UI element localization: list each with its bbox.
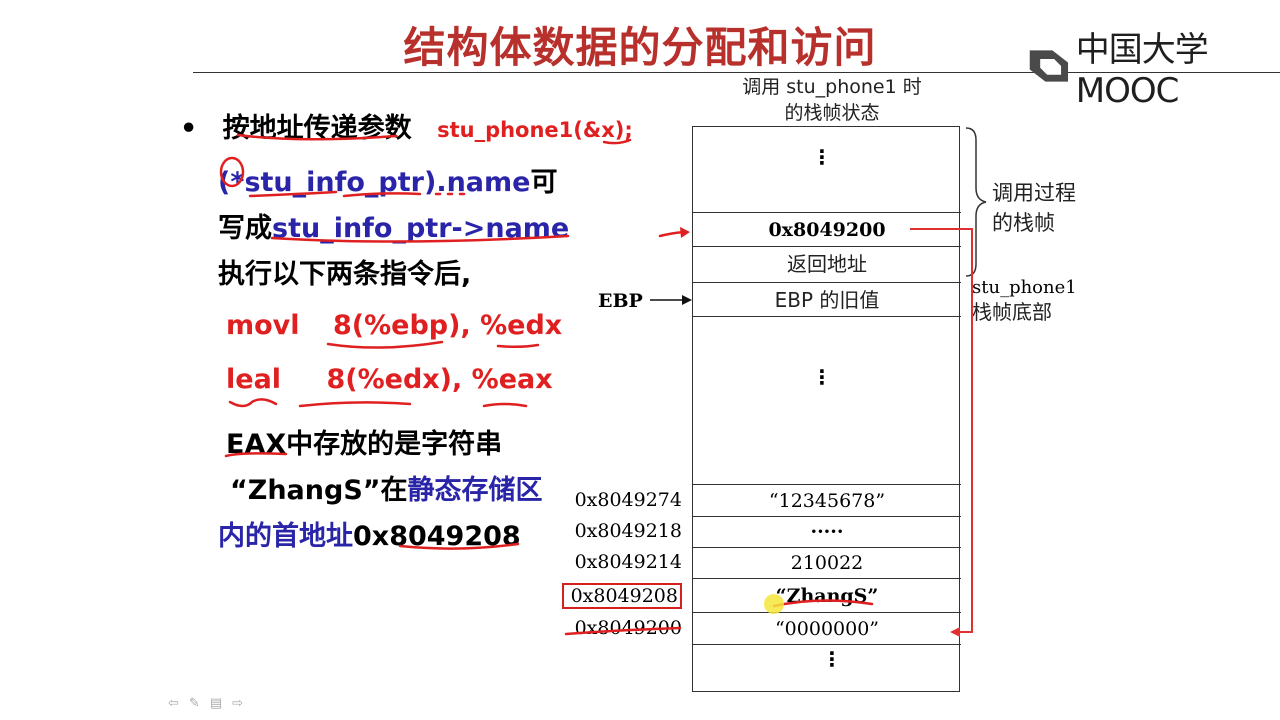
caller-frame-brace-icon [965, 127, 987, 277]
stack-row-2: ····· [693, 516, 961, 547]
text-line-9: 内的首地址0x8049208 [218, 514, 521, 553]
leal-opcode: leal [226, 364, 282, 395]
text-zhangs-in: “ZhangS”在 [230, 475, 408, 506]
callee-frame-bottom-label-1: stu_phone1 [972, 277, 1077, 298]
stack-row-3: 210022 [693, 547, 961, 578]
pen-tool-icon[interactable]: ✎ [188, 696, 210, 711]
stack-cell-pointer: 0x8049200 [693, 212, 961, 246]
stack-divider [693, 316, 961, 317]
menu-icon[interactable]: ▤ [209, 696, 233, 711]
stack-divider-bottom [693, 644, 961, 645]
slide-title: 结构体数据的分配和访问 [403, 23, 877, 72]
callee-frame-bottom-label-2: 栈帧底部 [972, 300, 1052, 324]
stack-caption: 调用 stu_phone1 时 的栈帧状态 [722, 74, 942, 126]
stack-cell-old-ebp: EBP 的旧值 [693, 282, 961, 316]
text-can: 可 [530, 167, 558, 198]
slide-nav-bar: ⇦✎▤⇨ [168, 696, 253, 711]
bullet-dot: • [180, 113, 198, 144]
stack-caption-line-2: 的栈帧状态 [784, 102, 880, 124]
stack-cell-return-address: 返回地址 [693, 246, 961, 280]
address-label-4-highlighted: 0x8049208 [562, 583, 682, 609]
address-label-5: 0x8049200 [574, 617, 682, 639]
caller-frame-label: 调用过程 的栈帧 [992, 178, 1076, 238]
mooc-logo-icon [1029, 50, 1069, 82]
caller-frame-label-2: 的栈帧 [992, 211, 1055, 235]
text-static-storage: 静态存储区 [407, 475, 543, 506]
mooc-logo: 中国大学MOOC [1028, 30, 1280, 111]
ebp-label: EBP [598, 290, 643, 312]
stack-caption-line-1: 调用 stu_phone1 时 [742, 76, 922, 98]
text-line-4: 执行以下两条指令后, [218, 259, 472, 290]
text-line-2: (*stu_info_ptr).name可 [218, 160, 557, 199]
text-write-as: 写成 [218, 213, 272, 244]
stack-row-1: “12345678” [693, 484, 961, 516]
movl-opcode: movl [226, 310, 300, 341]
stack-frame-box [692, 126, 960, 692]
movl-operands: 8(%ebp), %edx [332, 310, 563, 341]
movl-instruction: movl 8(%ebp), %edx [226, 310, 562, 341]
caller-frame-label-1: 调用过程 [992, 181, 1076, 205]
text-line-7: EAX中存放的是字符串 [226, 429, 503, 460]
next-slide-icon[interactable]: ⇨ [232, 696, 254, 711]
address-label-2: 0x8049218 [574, 520, 682, 542]
mooc-logo-text: 中国大学MOOC [1075, 29, 1209, 111]
text-first-address: 内的首地址 [218, 521, 353, 552]
stack-row-5: “0000000” [693, 612, 961, 644]
title-divider [193, 72, 1280, 73]
address-label-3: 0x8049214 [574, 551, 682, 573]
leal-instruction: leal 8(%edx), %eax [226, 364, 553, 395]
ebp-arrow-icon [650, 295, 692, 305]
text-line-8: “ZhangS”在静态存储区 [230, 468, 543, 507]
address-label-1: 0x8049274 [574, 489, 682, 511]
call-stu-phone1-code: stu_phone1(&x); [437, 118, 633, 142]
leal-operands: 8(%edx), %eax [326, 364, 553, 395]
prev-slide-icon[interactable]: ⇦ [168, 696, 189, 711]
callee-frame-bottom-label: stu_phone1 栈帧底部 [972, 276, 1077, 324]
